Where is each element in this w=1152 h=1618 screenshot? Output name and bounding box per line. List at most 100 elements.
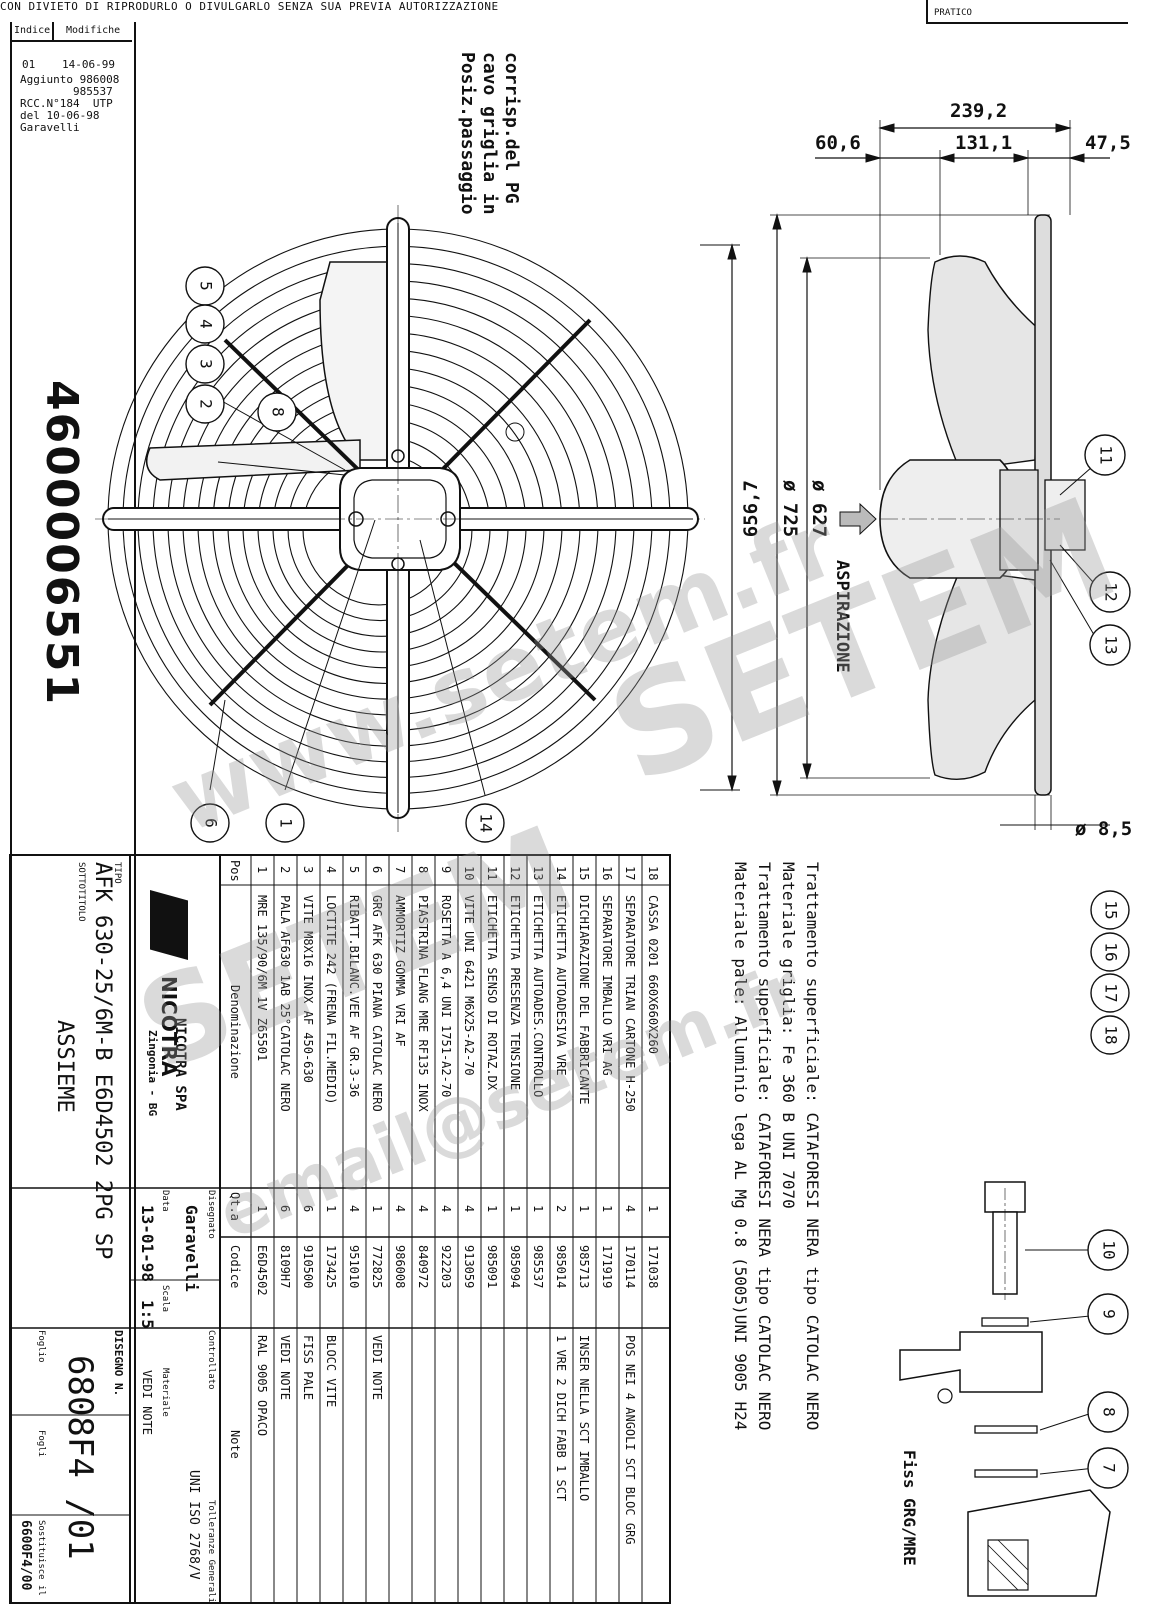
dim-rear: 47,5 xyxy=(1085,132,1131,154)
revision-header: Indice Modifiche xyxy=(10,22,132,42)
dim-height: 656,7 xyxy=(740,480,762,538)
bom-cell-name: ROSETTA A 6,4 UNI 1751-A2-70 xyxy=(439,895,453,1098)
bom-cell-pos: 14 xyxy=(554,866,568,881)
bom-cell-name: SEPARATORE TRIAN CARTONE H-250 xyxy=(623,895,637,1112)
bom-cell-code: 985537 xyxy=(531,1245,545,1289)
bom-cell-name: DICHIARAZIONE DEL FABBRICANTE xyxy=(577,895,591,1105)
tolleranze-value: UNI ISO 2768/V xyxy=(186,1470,201,1580)
bom-cell-qty: 1 xyxy=(508,1205,522,1213)
bom-cell-pos: 6 xyxy=(370,866,384,874)
dim-middle: 131,1 xyxy=(955,132,1013,154)
dim-diameter-outer: ø 725 xyxy=(779,480,801,538)
bom-cell-pos: 13 xyxy=(531,866,545,881)
bom-cell-qty: 4 xyxy=(393,1205,407,1213)
bom-cell-qty: 1 xyxy=(370,1205,384,1213)
callout-18: 18 xyxy=(1090,1015,1130,1055)
bom-cell-name: ETICHETTA SENSO DI ROTAZ.DX xyxy=(485,895,499,1091)
bom-cell-code: 840972 xyxy=(416,1245,430,1289)
terminal-box-outline xyxy=(145,439,361,481)
bom-cell-name: CASSA 0201 660X660X260 xyxy=(646,895,660,1054)
svg-text:17: 17 xyxy=(1102,983,1121,1002)
leader-8 xyxy=(219,399,346,471)
revision-date: 14-06-99 xyxy=(62,58,115,71)
pratico-label: PRATICO xyxy=(934,8,972,18)
bom-cell-qty: 1 xyxy=(577,1205,591,1213)
bom-cell-code: E6D4502 xyxy=(255,1245,269,1296)
sottotitolo-value: ASSIEME xyxy=(52,1020,77,1113)
materiale-label: Materiale xyxy=(160,1368,170,1417)
bom-cell-code: 910500 xyxy=(301,1245,315,1289)
material-notes: Trattamento superficiale: CATAFORESI NER… xyxy=(728,862,824,1430)
svg-text:7: 7 xyxy=(1100,1463,1119,1473)
bom-cell-name: PALA AF630 1AB 25°CATOLAC NERO xyxy=(278,895,292,1112)
bom-cell-pos: 11 xyxy=(485,866,499,881)
bom-cell-pos: 1 xyxy=(255,866,269,874)
logo-mark xyxy=(150,890,188,960)
bom-cell-name: LOCTITE 242 (FRENA FIL.MEDIO) xyxy=(324,895,338,1105)
bom-header-note: Note xyxy=(228,1430,242,1459)
height-dimension xyxy=(700,243,740,792)
dim-hole: ø 8,5 xyxy=(1075,818,1133,840)
callout-16: 16 xyxy=(1090,932,1130,972)
bom-cell-note: INSER NELLA SCT IMBALLO xyxy=(577,1335,591,1502)
bom-header-qty: Qt.a xyxy=(228,1192,242,1221)
svg-text:12: 12 xyxy=(1102,582,1121,601)
company-sub: Zingonia - BG xyxy=(146,1030,159,1117)
revision-index: 01 xyxy=(22,58,36,71)
bom-cell-note: FISS PALE xyxy=(301,1335,315,1401)
grille-note: corrisp.del PG cavo griglia in Posiz.pas… xyxy=(456,52,522,215)
flange-plate xyxy=(899,1331,1043,1393)
bom-cell-code: 171038 xyxy=(646,1245,660,1289)
svg-text:6: 6 xyxy=(202,818,221,828)
motor-flange xyxy=(999,469,1039,571)
side-view xyxy=(770,120,1110,830)
company-name: NICOTRA SPA xyxy=(172,1018,188,1111)
svg-text:2: 2 xyxy=(197,399,216,409)
company-logo: NICOTRA xyxy=(150,890,188,1076)
foglio-label: Foglio xyxy=(36,1330,46,1363)
bom-cell-code: 985094 xyxy=(508,1245,522,1289)
bom-cell-name: AMMORTIZ GOMMA VRI AF xyxy=(393,895,407,1047)
scala-value: 1:5 xyxy=(138,1300,157,1329)
leader-2 xyxy=(217,461,346,476)
bom-cell-pos: 5 xyxy=(347,866,361,874)
bom-cell-pos: 2 xyxy=(278,866,292,874)
blade-upper xyxy=(927,255,1041,471)
svg-text:16: 16 xyxy=(1102,942,1121,961)
bom-cell-pos: 8 xyxy=(416,866,430,874)
callout-10: 10 xyxy=(1087,1229,1129,1271)
bom-cell-name: MRE 135/90/6M 1V Z65501 xyxy=(255,895,269,1062)
bom-cell-qty: 1 xyxy=(531,1205,545,1213)
callout-5: 5 xyxy=(185,266,225,306)
bom-cell-pos: 4 xyxy=(324,866,338,874)
bom-cell-note: RAL 9005 OPACO xyxy=(255,1335,269,1437)
blade-lower xyxy=(927,569,1036,780)
tolleranze-label: Tolleranze Generali xyxy=(206,1500,216,1603)
dim-diameter-inner: ø 627 xyxy=(808,480,830,538)
svg-text:14: 14 xyxy=(477,813,496,832)
callout-13: 13 xyxy=(1089,624,1131,666)
materiale-value: VEDI NOTE xyxy=(140,1370,154,1436)
svg-text:11: 11 xyxy=(1097,445,1116,464)
bom-cell-code: 8109H7 xyxy=(278,1245,292,1289)
bom-cell-name: ETICHETTA PRESENZA TENSIONE xyxy=(508,895,522,1091)
svg-text:8: 8 xyxy=(1100,1407,1119,1417)
title-corner-box: PRATICO xyxy=(926,0,1128,24)
bom-cell-pos: 17 xyxy=(623,866,637,881)
bom-cell-qty: 1 xyxy=(324,1205,338,1213)
svg-text:1: 1 xyxy=(277,818,296,828)
bom-cell-note: VEDI NOTE xyxy=(278,1335,292,1401)
tipo-label: TIPO xyxy=(112,862,122,884)
bom-cell-note: VEDI NOTE xyxy=(370,1335,384,1401)
revision-text: Aggiunto 986008 985537 RCC.N°184 UTP del… xyxy=(20,73,120,134)
bom-cell-code: 986008 xyxy=(393,1245,407,1289)
callout-4: 4 xyxy=(185,304,225,344)
bom-header-name: Denominazione xyxy=(228,985,242,1079)
dim-front: 60,6 xyxy=(815,132,861,154)
disegno-value: 6808F4 /01 xyxy=(60,1355,100,1560)
svg-text:3: 3 xyxy=(197,359,216,369)
bom-cell-code: 772825 xyxy=(370,1245,384,1289)
bom-cell-name: VITE M8X16 INOX AF 450-630 xyxy=(301,895,315,1083)
bom-cell-pos: 7 xyxy=(393,866,407,874)
bom-cell-pos: 12 xyxy=(508,866,522,881)
